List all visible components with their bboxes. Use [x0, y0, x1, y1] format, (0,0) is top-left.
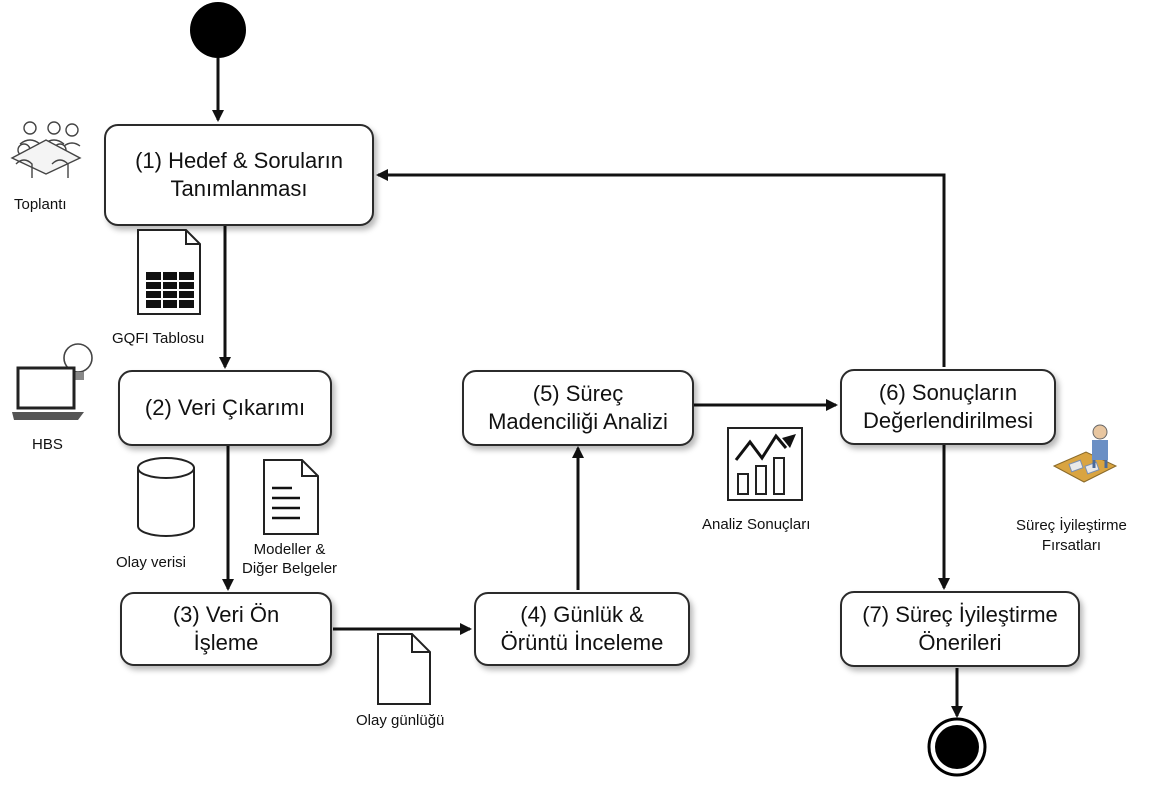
- label-olay-verisi: Olay verisi: [116, 554, 187, 571]
- chart-icon: [727, 427, 803, 501]
- label-modeller: Modeller & Diğer Belgeler: [242, 540, 337, 578]
- step-6-line2: Değerlendirilmesi: [863, 408, 1033, 433]
- step-4-log-inspection[interactable]: (4) Günlük & Örüntü İnceleme: [474, 592, 690, 666]
- step-3-preprocessing[interactable]: (3) Veri Ön İşleme: [120, 592, 332, 666]
- spreadsheet-icon: [137, 229, 201, 315]
- step-1-goal-definition[interactable]: (1) Hedef & Soruların Tanımlanması: [104, 124, 374, 226]
- step-2-data-extraction[interactable]: (2) Veri Çıkarımı: [118, 370, 332, 446]
- step-6-evaluation[interactable]: (6) Sonuçların Değerlendirilmesi: [840, 369, 1056, 445]
- step-7-recommendations[interactable]: (7) Süreç İyileştirme Önerileri: [840, 591, 1080, 667]
- label-gqfi: GQFI Tablosu: [112, 330, 205, 347]
- label-modeller-line2: Diğer Belgeler: [242, 560, 338, 577]
- step-6-line1: (6) Sonuçların: [878, 380, 1018, 405]
- label-hbs: HBS: [32, 436, 63, 453]
- document-icon: [263, 459, 319, 535]
- step-3-line1: (3) Veri Ön: [172, 602, 280, 627]
- label-analiz-sonuclari: Analiz Sonuçları: [702, 516, 811, 533]
- step-2-line1: (2) Veri Çıkarımı: [144, 395, 306, 420]
- step-4-line2: Örüntü İnceleme: [500, 630, 664, 655]
- step-7-line1: (7) Süreç İyileştirme: [862, 602, 1058, 627]
- worker-icon: [1052, 424, 1118, 483]
- label-firsatlar-line1: Süreç İyileştirme: [1016, 517, 1127, 534]
- label-modeller-line1: Modeller &: [253, 541, 326, 558]
- step-5-line2: Madenciliği Analizi: [488, 409, 668, 434]
- label-firsatlar-line2: Fırsatları: [1041, 537, 1102, 554]
- end-node: [935, 725, 979, 769]
- step-5-mining-analysis[interactable]: (5) Süreç Madenciliği Analizi: [462, 370, 694, 446]
- meeting-icon: [10, 121, 82, 178]
- label-firsatlar: Süreç İyileştirme Fırsatları: [1016, 516, 1127, 556]
- laptop-idea-icon: [12, 343, 93, 420]
- database-icon: [137, 457, 195, 537]
- start-node: [190, 2, 246, 58]
- edge-6-to-1-feedback: [376, 169, 946, 367]
- step-5-line1: (5) Süreç: [532, 381, 624, 406]
- step-1-line1: (1) Hedef & Soruların: [135, 148, 343, 173]
- file-icon: [377, 633, 431, 705]
- label-olay-gunlugu: Olay günlüğü: [356, 712, 445, 729]
- step-3-line2: İşleme: [193, 630, 259, 655]
- label-toplanti: Toplantı: [14, 196, 67, 213]
- step-4-line1: (4) Günlük &: [520, 602, 644, 627]
- step-7-line2: Önerileri: [918, 630, 1002, 655]
- step-1-line2: Tanımlanması: [170, 176, 308, 201]
